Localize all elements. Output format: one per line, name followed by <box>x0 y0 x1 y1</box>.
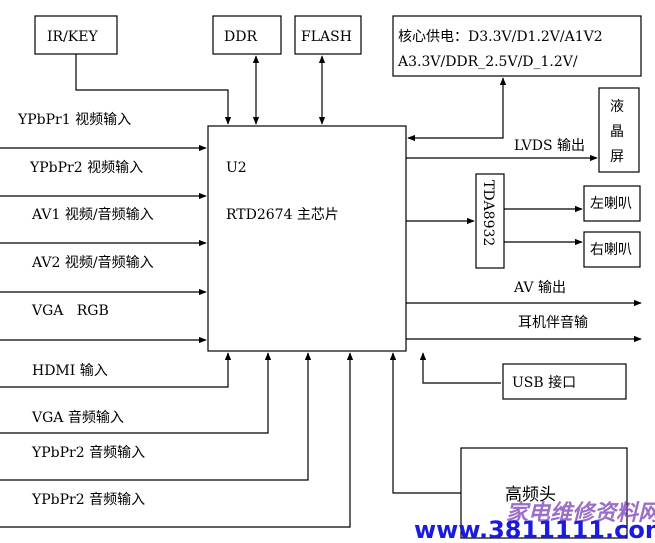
tuner-connector <box>389 352 461 494</box>
power-line-1: 核心供电：D3.3V/D1.2V/A1V2 <box>398 29 603 45</box>
main-chip-name: RTD2674 主芯片 <box>226 207 339 223</box>
watermark: 家电维修资料网 www.3811111.com <box>414 500 655 543</box>
input-label-9: YPbPr2 音频输入 <box>31 491 145 508</box>
watermark-site-name: 家电维修资料网 <box>506 500 655 526</box>
usb-label: USB 接口 <box>512 374 576 391</box>
left-speaker-label: 左喇叭 <box>590 196 632 212</box>
input-line-9 <box>0 352 354 528</box>
lcd-char-2: 晶 <box>610 124 624 140</box>
input-line-7 <box>0 352 272 434</box>
lcd-char-1: 液 <box>610 99 624 115</box>
watermark-url: www.3811111.com <box>414 516 655 543</box>
ddr-label: DDR <box>224 29 257 45</box>
power-connector <box>407 77 507 142</box>
usb-connector <box>419 352 501 384</box>
input-line-8 <box>0 352 312 481</box>
lcd-panel-box: 液 晶 屏 <box>598 87 640 173</box>
input-label-5: VGA RGB <box>31 303 109 319</box>
lcd-char-3: 屏 <box>610 149 624 165</box>
input-label-2: YPbPr2 视频输入 <box>29 160 143 176</box>
usb-box: USB 接口 <box>502 363 627 400</box>
right-speaker-label: 右喇叭 <box>590 242 632 258</box>
ir-key-box: IR/KEY <box>34 15 118 55</box>
audio-amp-box: TDA8932 <box>475 173 505 269</box>
tuner-label: 高频头 <box>505 485 556 505</box>
input-label-8: YPbPr2 音频输入 <box>31 444 145 461</box>
input-label-7: VGA 音频输入 <box>31 409 124 426</box>
earphone-label: 耳机伴音输 <box>518 314 588 331</box>
input-label-4: AV2 视频/音频输入 <box>31 254 154 271</box>
lvds-label: LVDS 输出 <box>514 138 585 154</box>
ir-key-connector <box>75 54 232 125</box>
right-speaker-box: 右喇叭 <box>583 231 641 268</box>
tuner-box: 高频头 <box>460 447 628 539</box>
input-label-6: HDMI 输入 <box>32 363 108 379</box>
core-power-box: 核心供电：D3.3V/D1.2V/A1V2 A3.3V/DDR_2.5V/D_1… <box>392 15 642 77</box>
av-out-label: AV 输出 <box>513 280 566 296</box>
left-speaker-box: 左喇叭 <box>583 185 641 222</box>
main-chip-id: U2 <box>226 160 247 176</box>
input-label-3: AV1 视频/音频输入 <box>31 206 154 223</box>
flash-label: FLASH <box>301 29 352 45</box>
flash-box: FLASH <box>294 15 362 55</box>
power-line-2: A3.3V/DDR_2.5V/D_1.2V/ <box>397 54 578 70</box>
main-chip-box: U2 RTD2674 主芯片 <box>207 125 407 352</box>
ddr-box: DDR <box>212 15 282 55</box>
input-line-6 <box>0 352 232 388</box>
audio-amp-label: TDA8932 <box>480 180 496 246</box>
ir-key-label: IR/KEY <box>47 29 98 45</box>
input-label-1: YPbPr1 视频输入 <box>17 112 131 128</box>
